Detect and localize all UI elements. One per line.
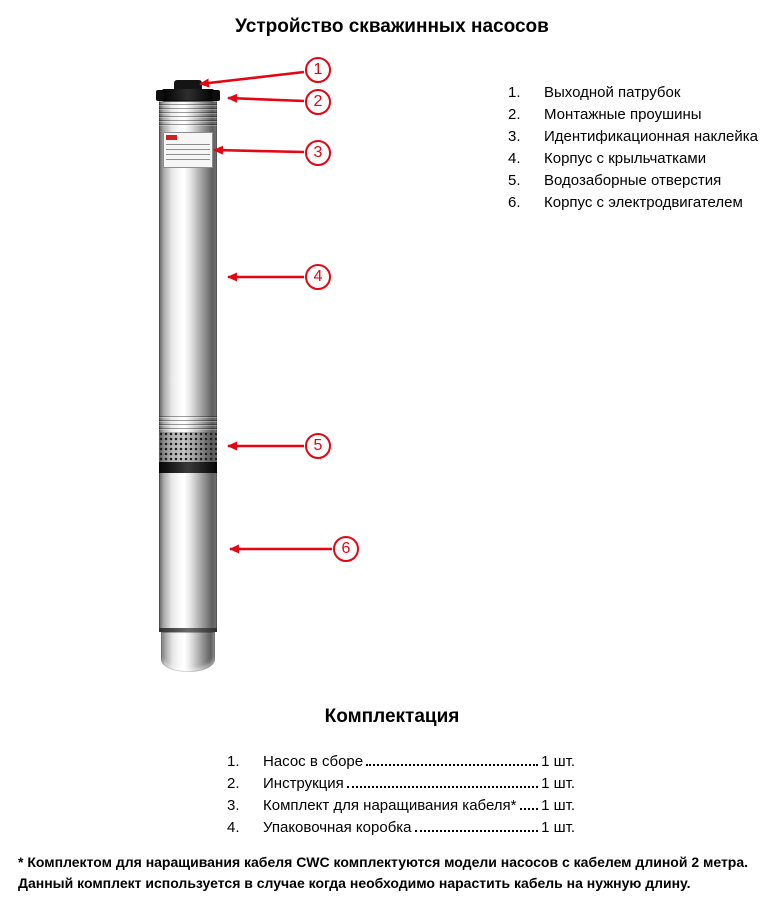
legend-item-label: Корпус с крыльчатками: [544, 150, 707, 167]
callout-2: 2: [305, 89, 331, 115]
pump-illustration: [156, 80, 220, 672]
package-item-qty: 1 шт.: [541, 797, 575, 814]
legend-item-number: 3.: [508, 128, 521, 145]
package-item-label: Насос в сборе: [263, 753, 364, 770]
pump-intake-holes: [159, 432, 217, 462]
pump-mounting-lug-left: [156, 90, 164, 101]
parts-legend: 1. Выходной патрубок 2. Монтажные проуши…: [508, 82, 758, 214]
legend-item-number: 5.: [508, 172, 521, 189]
package-item-number: 4.: [227, 819, 240, 836]
callout-5: 5: [305, 433, 331, 459]
package-item-number: 2.: [227, 775, 240, 792]
dot-leader: [414, 830, 539, 832]
callout-2-number: 2: [313, 93, 323, 110]
package-item-qty: 1 шт.: [541, 753, 575, 770]
legend-item-number: 4.: [508, 150, 521, 167]
dot-leader: [366, 764, 539, 766]
package-item-label: Упаковочная коробка: [263, 819, 412, 836]
footnote-line-2: Данный комплект используется в случае ко…: [18, 875, 691, 891]
pump-body: [159, 100, 217, 632]
legend-item-label: Идентификационная наклейка: [544, 128, 758, 145]
pump-bottom-seam: [159, 628, 217, 632]
package-section-title: Комплектация: [324, 706, 460, 727]
legend-item-label: Водозаборные отверстия: [544, 172, 722, 189]
callout-6: 6: [333, 536, 359, 562]
callout-4-number: 4: [313, 268, 323, 285]
callout-4: 4: [305, 264, 331, 290]
callout-3-number: 3: [313, 144, 323, 161]
legend-item: 2. Монтажные проушины: [508, 104, 758, 126]
legend-item-label: Монтажные проушины: [544, 106, 702, 123]
footnote: * Комплектом для наращивания кабеля CWC …: [18, 852, 770, 894]
callout-5-number: 5: [313, 437, 323, 454]
package-item: 2. Инструкция 1 шт.: [227, 770, 575, 792]
legend-item: 6. Корпус с электродвигателем: [508, 192, 758, 214]
package-list: 1. Насос в сборе 1 шт. 2. Инструкция 1 ш…: [227, 748, 575, 836]
package-item-qty: 1 шт.: [541, 819, 575, 836]
package-item-number: 3.: [227, 797, 240, 814]
package-item: 4. Упаковочная коробка 1 шт.: [227, 814, 575, 836]
dot-leader: [346, 786, 539, 788]
legend-item: 3. Идентификационная наклейка: [508, 126, 758, 148]
legend-item-number: 6.: [508, 194, 521, 211]
pump-outlet-port: [174, 80, 202, 91]
package-item: 1. Насос в сборе 1 шт.: [227, 748, 575, 770]
legend-item-label: Корпус с электродвигателем: [544, 194, 743, 211]
pump-coupling-ring: [159, 462, 217, 473]
pump-motor-bottom: [161, 632, 215, 672]
legend-item: 4. Корпус с крыльчатками: [508, 148, 758, 170]
pump-thread-ribs-mid: [159, 416, 217, 432]
legend-item: 1. Выходной патрубок: [508, 82, 758, 104]
callout-arrow-2: [227, 93, 305, 103]
callout-3: 3: [305, 140, 331, 166]
pump-id-label: [163, 132, 213, 168]
callout-arrow-3: [213, 145, 305, 155]
package-item: 3. Комплект для наращивания кабеля* 1 шт…: [227, 792, 575, 814]
legend-item-number: 1.: [508, 84, 521, 101]
pump-top-cap: [162, 89, 214, 102]
package-item-label: Комплект для наращивания кабеля*: [263, 797, 517, 814]
pump-thread-ribs-top: [159, 100, 217, 126]
callout-6-number: 6: [341, 540, 351, 557]
callout-1: 1: [305, 57, 331, 83]
legend-item-number: 2.: [508, 106, 521, 123]
package-item-label: Инструкция: [263, 775, 344, 792]
legend-item-label: Выходной патрубок: [544, 84, 681, 101]
page-title: Устройство скважинных насосов: [235, 16, 549, 37]
package-item-number: 1.: [227, 753, 240, 770]
package-item-qty: 1 шт.: [541, 775, 575, 792]
dot-leader: [519, 808, 539, 810]
pump-mounting-lug-right: [212, 90, 220, 101]
legend-item: 5. Водозаборные отверстия: [508, 170, 758, 192]
callout-1-number: 1: [313, 61, 323, 78]
footnote-line-1: * Комплектом для наращивания кабеля CWC …: [18, 854, 749, 870]
